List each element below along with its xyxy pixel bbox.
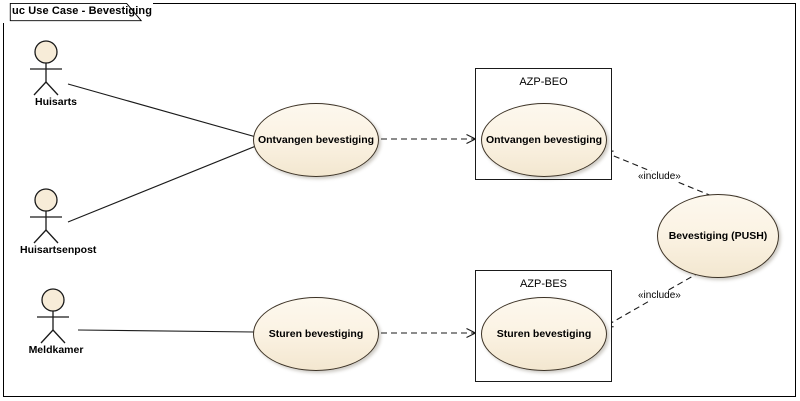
boundary-title: AZP-BES [519, 278, 568, 290]
actor-huisartsenpost[interactable]: Huisartsenpost [20, 188, 96, 256]
usecase-ontvangen-bevestiging[interactable]: Ontvangen bevestiging [253, 103, 379, 177]
association-huisarts-ontvangen [67, 83, 257, 138]
frame-tab [3, 3, 153, 23]
usecase-bevestiging-push[interactable]: Bevestiging (PUSH) [657, 194, 779, 278]
diagram-frame [3, 3, 796, 397]
actor-figure-icon [30, 188, 62, 244]
usecase-label: Sturen bevestiging [496, 328, 592, 340]
association-huisartsenpost-ontvangen [67, 145, 257, 223]
diagram-title: uc Use Case - Bevestiging [12, 5, 153, 17]
actor-label: Huisarts [34, 96, 77, 108]
actor-figure-icon [30, 40, 62, 96]
usecase-label: Ontvangen bevestiging [257, 134, 375, 146]
actor-figure-icon [37, 288, 69, 344]
actor-meldkamer[interactable]: Meldkamer [20, 288, 92, 356]
actor-huisarts[interactable]: Huisarts [20, 40, 92, 108]
usecase-label: Sturen bevestiging [268, 328, 364, 340]
association-meldkamer-sturen [77, 329, 255, 333]
usecase-sturen-bevestiging-bes[interactable]: Sturen bevestiging [481, 297, 607, 371]
actor-label: Huisartsenpost [20, 244, 97, 256]
usecase-label: Ontvangen bevestiging [485, 134, 603, 146]
usecase-label: Bevestiging (PUSH) [668, 230, 768, 242]
stereotype-include-beo: «include» [637, 171, 682, 182]
usecase-ontvangen-bevestiging-beo[interactable]: Ontvangen bevestiging [481, 103, 607, 177]
stereotype-include-bes: «include» [637, 290, 682, 301]
usecase-sturen-bevestiging[interactable]: Sturen bevestiging [253, 297, 379, 371]
boundary-title: AZP-BEO [519, 76, 568, 88]
actor-label: Meldkamer [28, 344, 84, 356]
